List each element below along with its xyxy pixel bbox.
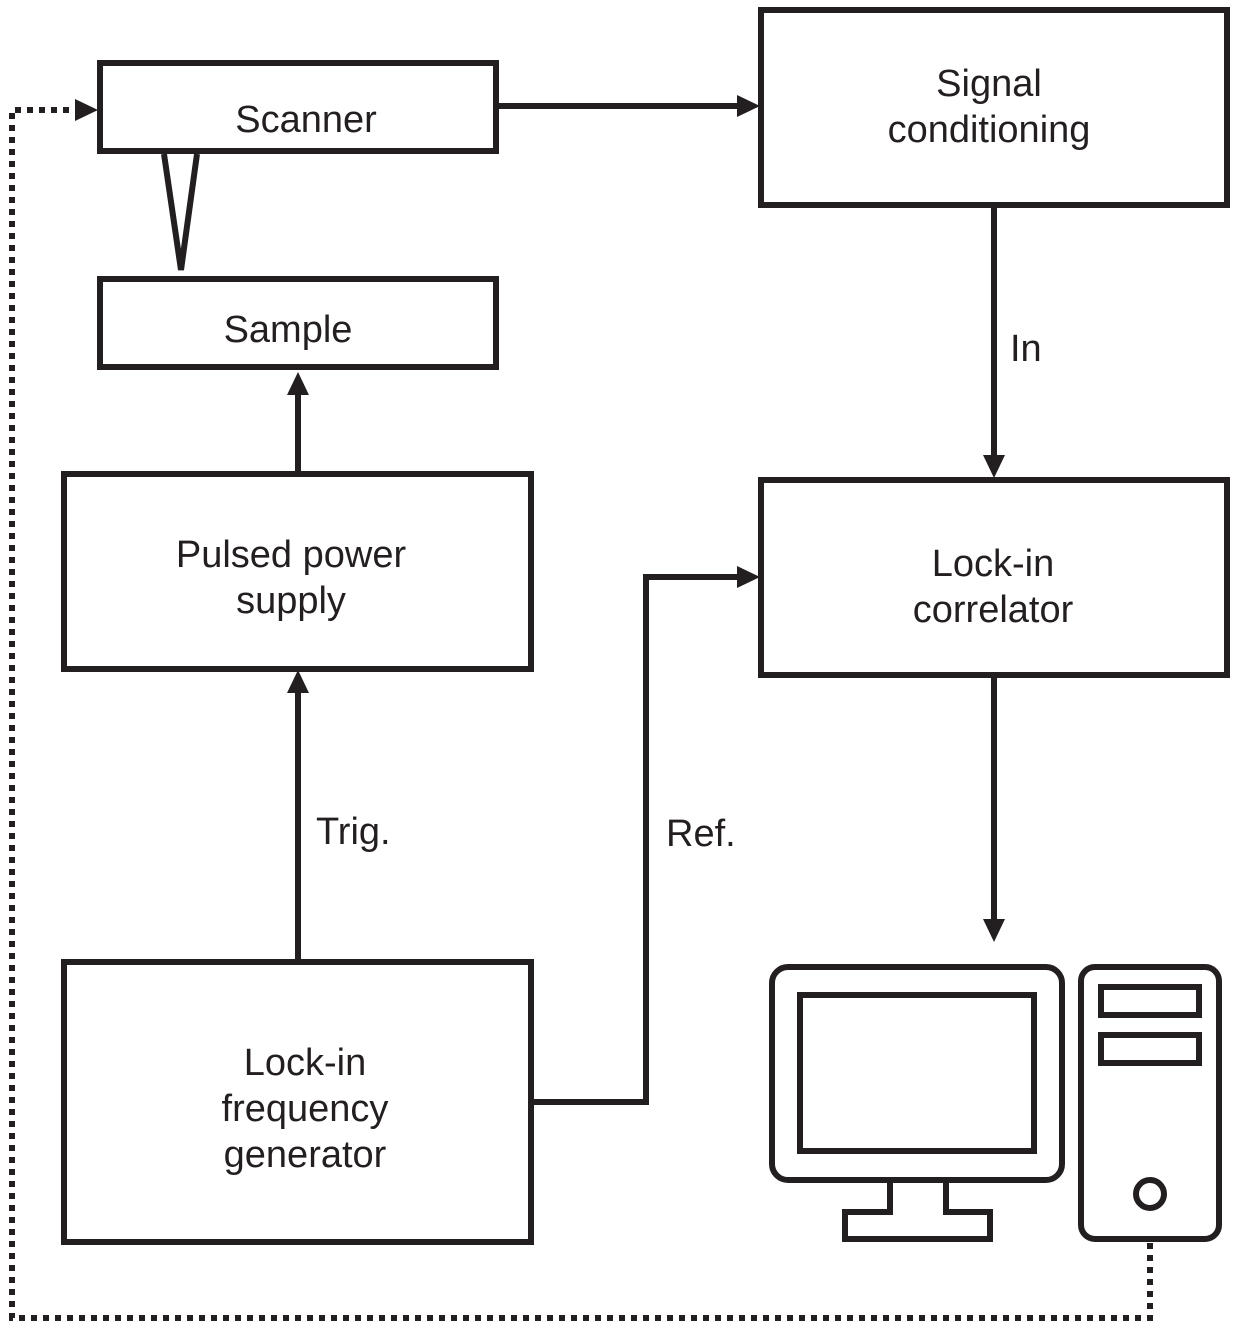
edge-signal-conditioning-to-correlator [983, 207, 1005, 478]
edge-generator-to-power-supply [287, 670, 309, 962]
frequency-generator-label-line3: generator [224, 1134, 387, 1176]
lock-in-correlator-label-line2: correlator [913, 589, 1074, 631]
probe-tip-icon [161, 153, 200, 271]
sample-label: Sample [224, 309, 353, 351]
monitor-icon [769, 964, 1065, 1242]
scanner-block: Scanner [97, 60, 499, 154]
lock-in-correlator-block: Lock-in correlator [758, 477, 1230, 678]
signal-conditioning-label-line2: conditioning [888, 109, 1091, 151]
edge-scanner-to-signal-conditioning [497, 95, 760, 117]
signal-conditioning-block: Signal conditioning [758, 7, 1230, 208]
lock-in-correlator-label-line1: Lock-in [932, 543, 1055, 585]
edge-label-ref: Ref. [666, 813, 736, 855]
edge-generator-to-correlator [532, 566, 760, 1105]
frequency-generator-label-line2: frequency [222, 1088, 389, 1130]
lock-in-frequency-generator-block: Lock-in frequency generator [61, 959, 534, 1245]
sample-block: Sample [97, 276, 499, 370]
edge-correlator-to-computer [983, 672, 1005, 942]
tower-icon [1078, 964, 1222, 1242]
edge-label-in: In [1010, 328, 1042, 370]
computer-icon [769, 964, 1222, 1242]
pulsed-power-supply-label-line1: Pulsed power [176, 534, 407, 576]
signal-conditioning-label-line1: Signal [936, 63, 1042, 105]
frequency-generator-label-line1: Lock-in [244, 1042, 367, 1084]
scanner-label: Scanner [235, 99, 377, 141]
edge-computer-to-scanner-feedback [9, 99, 1153, 1321]
edge-label-trig: Trig. [316, 811, 391, 853]
pulsed-power-supply-block: Pulsed power supply [61, 471, 534, 672]
pulsed-power-supply-label-line2: supply [236, 580, 346, 622]
edge-power-supply-to-sample [287, 372, 309, 474]
